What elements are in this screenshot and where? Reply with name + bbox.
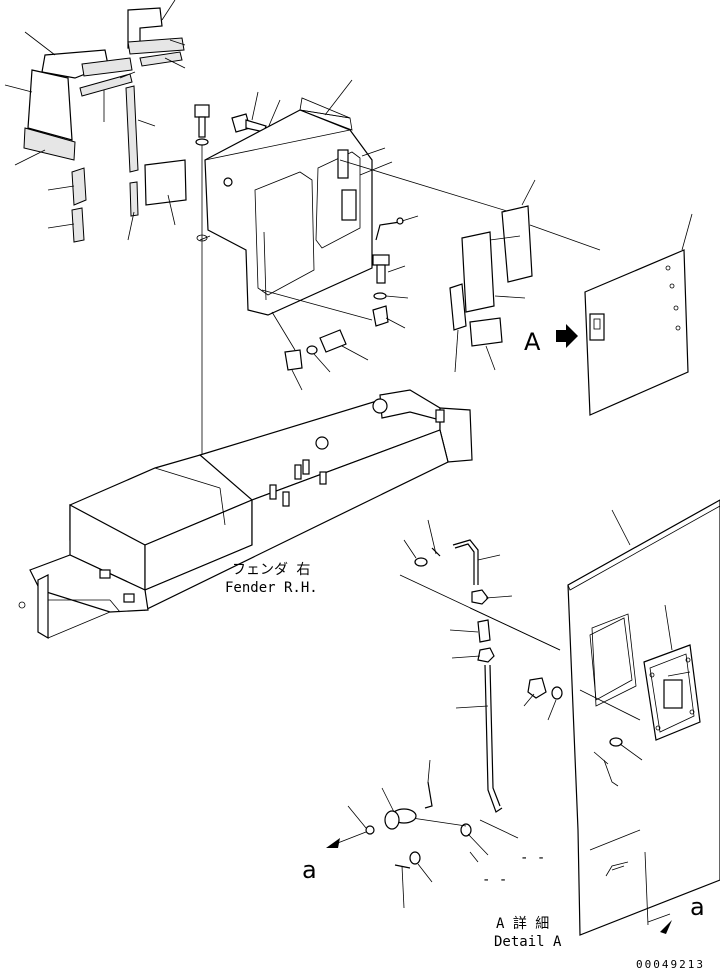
pad-right-4 <box>469 317 503 347</box>
frame-gear <box>315 436 329 450</box>
clip-2 <box>477 619 491 643</box>
fender-hardware <box>261 215 419 391</box>
frame-pivot <box>372 398 388 414</box>
arrow-a-icon <box>326 838 340 848</box>
washer-7 <box>460 823 472 837</box>
pad-right-3 <box>449 283 467 331</box>
detail-a-caption: A 詳 細 Detail A <box>494 916 562 950</box>
machine-frame <box>18 389 473 640</box>
detail-label-en: Detail A <box>494 934 562 950</box>
pad-strip-4 <box>79 73 133 97</box>
view-a-label: A <box>524 328 541 356</box>
pad-strip-1 <box>127 37 185 55</box>
pin-bent <box>375 221 401 241</box>
pad-small-vert <box>129 181 139 217</box>
drawing-number: 00049213 <box>636 958 705 971</box>
step-bracket <box>37 574 49 640</box>
pad-top-small <box>127 7 163 49</box>
small-nut <box>365 825 375 835</box>
bolt-head-1 <box>194 104 210 118</box>
svg-text:- -: - - <box>520 850 545 866</box>
fender-rh-label: フェンダ 右 Fender R.H. <box>225 562 318 596</box>
door-cutout <box>589 617 633 701</box>
long-rod <box>484 664 503 813</box>
pad-large-left <box>27 69 73 141</box>
fender-cutout <box>254 171 315 296</box>
bolt-shank-3 <box>376 264 386 284</box>
arrow-a-label: a <box>302 856 317 884</box>
nut-2 <box>477 647 495 663</box>
arrow-a-detail-label: a <box>690 893 705 921</box>
pad-strip-2 <box>139 51 183 67</box>
door-panel-small-body <box>584 249 689 416</box>
arrow-a-detail-icon <box>660 920 672 934</box>
pad-bottom-strip <box>23 127 76 161</box>
rod-hook <box>452 539 479 585</box>
pad-wedge <box>71 167 87 206</box>
clip-nut <box>372 305 389 327</box>
nut-3 <box>527 677 547 699</box>
washer-8 <box>409 851 421 865</box>
pad-right-2 <box>461 231 495 313</box>
handle-assembly: a - - - - <box>302 759 545 909</box>
bolt-head-3 <box>372 254 390 266</box>
fender-label-jp: フェンダ 右 <box>232 562 310 578</box>
washer-4 <box>306 345 318 355</box>
fender-pads <box>449 179 601 373</box>
bolt-shank-1 <box>198 116 206 138</box>
insulation-pads-group <box>4 0 211 243</box>
latch-lower <box>341 189 357 221</box>
svg-text:- -: - - <box>482 872 507 888</box>
bolts-top <box>194 91 281 455</box>
nut-1 <box>471 589 489 605</box>
bolt-head-4 <box>319 329 347 353</box>
washer-1 <box>195 138 209 146</box>
clip-lower <box>284 349 303 371</box>
latch-rod-assembly <box>399 519 563 856</box>
frame-end-block <box>439 407 473 463</box>
pad-square <box>144 159 187 206</box>
door-latch-small <box>589 313 605 341</box>
washer-9 <box>609 737 623 747</box>
pad-strip-3 <box>81 57 133 77</box>
door-panel-large: a <box>567 499 720 936</box>
washer-5 <box>414 557 428 567</box>
pad-right-1 <box>501 205 533 283</box>
view-a-indicator: A <box>524 324 578 356</box>
fender-panel <box>204 79 521 316</box>
view-a-arrow-icon <box>556 324 578 348</box>
pad-vertical <box>125 85 139 173</box>
fender-label-en: Fender R.H. <box>225 580 318 596</box>
washer-3 <box>373 292 387 300</box>
pad-block <box>71 207 85 243</box>
door-panel-large-body <box>567 499 720 936</box>
washer-6 <box>551 686 563 700</box>
latch-upper <box>337 149 349 179</box>
door-panel-small <box>584 213 693 416</box>
detail-label-jp: A 詳 細 <box>496 916 549 932</box>
